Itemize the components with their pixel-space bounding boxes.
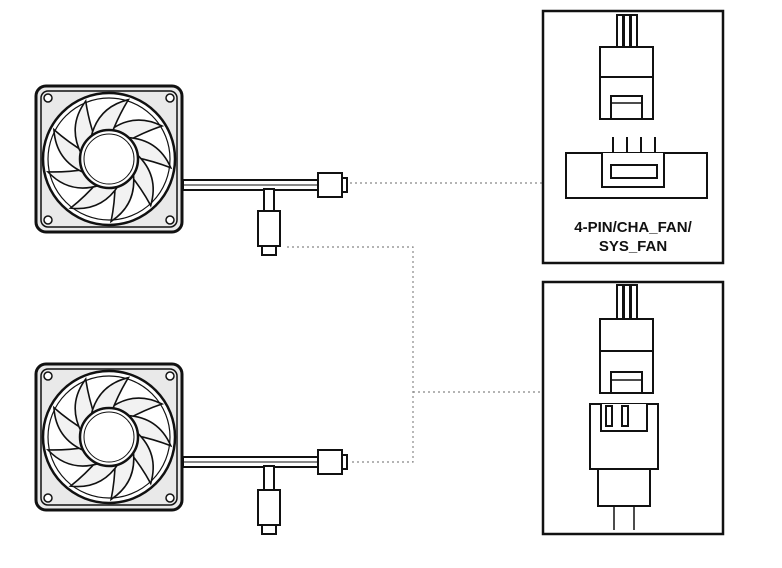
detail-box-extension [541,280,725,536]
fan-socket-bottom [589,403,659,530]
fan-2-cable [182,456,319,491]
connector-label-line2: SYS_FAN [598,238,668,255]
motherboard-header-4pin [565,137,708,199]
fan-plug-top-2 [599,284,654,394]
detail-box-chassis-header [541,9,725,265]
fan-1 [34,84,184,234]
fan-2 [34,362,184,512]
fan-2-connector-down [257,489,281,535]
fan-plug-top [599,14,654,120]
fan-1-connector-right [317,172,348,198]
fan-1-connector-down [257,210,281,256]
connector-label-line1: 4-PIN/CHA_FAN/ [574,219,692,236]
dotted-connection-lines [287,182,543,463]
connector-label: 4-PIN/CHA_FAN/ SYS_FAN [543,218,723,256]
fan-1-cable [182,179,319,212]
fan-2-connector-right [317,449,348,475]
